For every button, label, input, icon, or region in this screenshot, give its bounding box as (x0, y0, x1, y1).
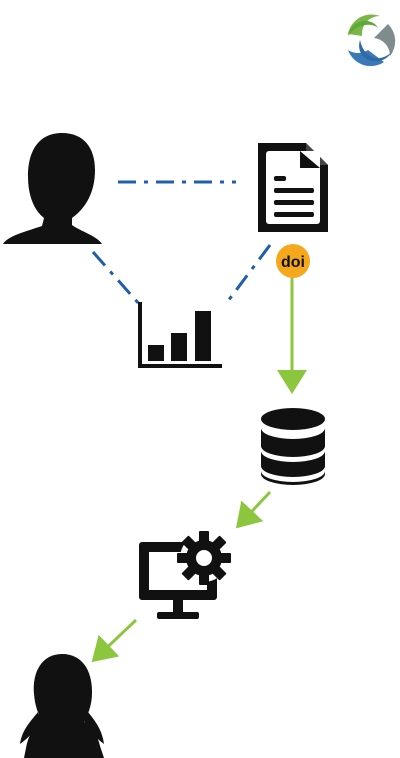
dashed-connections (91, 180, 272, 306)
swirl-logo-icon (348, 14, 396, 67)
arrow-connections (91, 278, 307, 663)
connection-document-chart (223, 244, 272, 306)
arrow-computer-reader (91, 618, 138, 663)
document-icon (258, 143, 328, 232)
database-icon (261, 408, 325, 485)
computer-gear-icon (139, 531, 231, 619)
doi-badge-icon: doi (276, 244, 310, 278)
bar-chart-icon (138, 302, 222, 368)
connection-researcher-chart (91, 251, 142, 306)
person-silhouette-icon (3, 133, 102, 244)
person-girl-silhouette-icon (20, 654, 104, 758)
gear-icon (177, 531, 231, 585)
doi-badge-label: doi (281, 254, 305, 271)
arrow-database-computer (235, 490, 272, 529)
